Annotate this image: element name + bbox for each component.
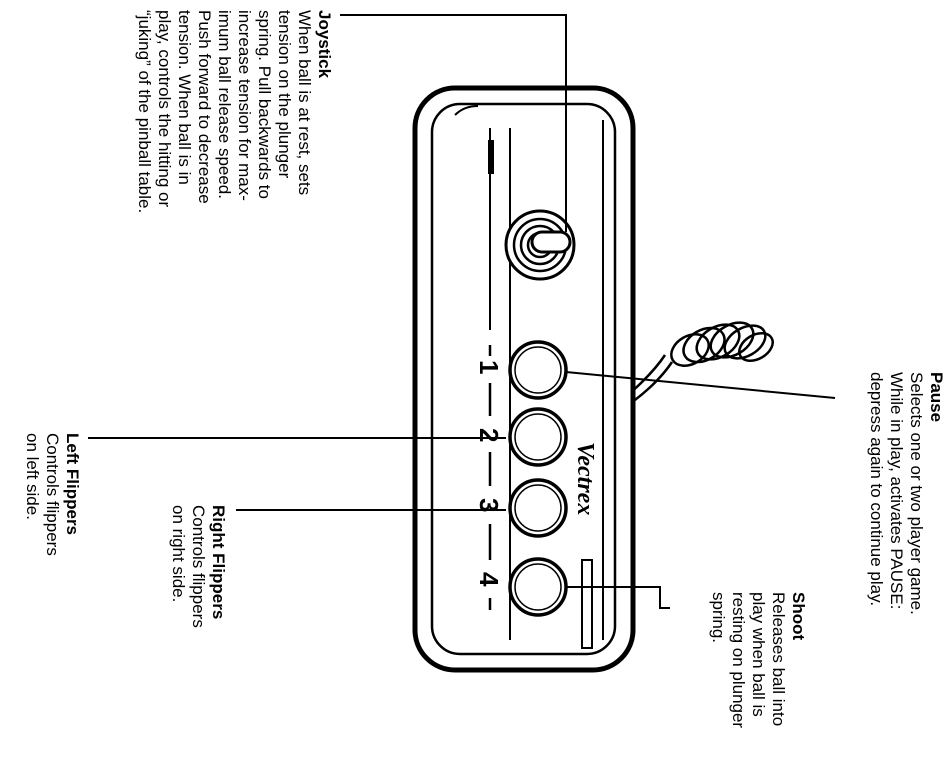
- button-number-4: 4: [474, 572, 504, 587]
- button-number-1: 1: [474, 360, 504, 374]
- pause-line: depress again to continue play.: [867, 372, 886, 607]
- shoot-label: Shoot Releases ball into play when ball …: [708, 592, 808, 728]
- joystick-callout-line: [340, 14, 567, 232]
- left-flippers-line: on left side.: [23, 433, 42, 520]
- joystick-line: “juking” of the pinball table.: [135, 10, 154, 214]
- joystick-line: imum ball release speed.: [215, 10, 234, 199]
- right-flippers-line: on right side.: [169, 505, 188, 603]
- joystick-label: Joystick When ball is at rest, sets tens…: [134, 10, 334, 213]
- button-number-3: 3: [474, 498, 504, 512]
- left-flippers-title: Left Flippers: [63, 433, 82, 536]
- pause-callout-line: [565, 371, 836, 399]
- shoot-line: Releases ball into: [769, 592, 788, 727]
- joystick-line: spring. Pull backwards to: [255, 10, 274, 199]
- shoot-line: play when ball is: [749, 592, 768, 717]
- joystick-line: play, controls the hitting or: [155, 10, 174, 208]
- shoot-callout-line: [566, 586, 670, 609]
- joystick-line: When ball is at rest, sets: [295, 10, 314, 196]
- right-flippers-title: Right Flippers: [209, 505, 228, 620]
- brand-logo: Vectrex: [572, 442, 598, 515]
- joystick-line: increase tension for max-: [235, 10, 254, 201]
- button-4[interactable]: [508, 557, 568, 617]
- button-1[interactable]: [508, 340, 568, 400]
- joystick-title: Joystick: [315, 10, 334, 79]
- joystick-line: tension. When ball is in: [175, 10, 194, 185]
- joystick-line: Push forward to decrease: [195, 10, 214, 204]
- right-flippers-label: Right Flippers Controls flippers on righ…: [168, 505, 228, 628]
- shoot-title: Shoot: [789, 592, 808, 641]
- joystick-line: tension on the plunger: [275, 10, 294, 179]
- button-2[interactable]: [508, 407, 568, 467]
- pause-line: Selects one or two player game.: [907, 372, 926, 615]
- left-flippers-line: Controls flippers: [43, 433, 62, 556]
- shoot-line: resting on plunger: [729, 592, 748, 729]
- button-numbers: 1 2 3 4: [474, 360, 504, 587]
- pause-title: Pause: [927, 372, 946, 423]
- shoot-line: spring.: [709, 592, 728, 644]
- pause-label: Pause Selects one or two player game. Wh…: [866, 372, 946, 615]
- coiled-cord: [619, 321, 774, 412]
- left-flippers-label: Left Flippers Controls flippers on left …: [22, 433, 82, 556]
- right-flippers-line: Controls flippers: [189, 505, 208, 628]
- button-3[interactable]: [508, 478, 568, 538]
- joystick-knob[interactable]: [504, 209, 576, 281]
- pause-line: While in play, activates PAUSE:: [887, 372, 906, 610]
- callout-lines: [88, 14, 836, 609]
- button-number-2: 2: [474, 428, 504, 442]
